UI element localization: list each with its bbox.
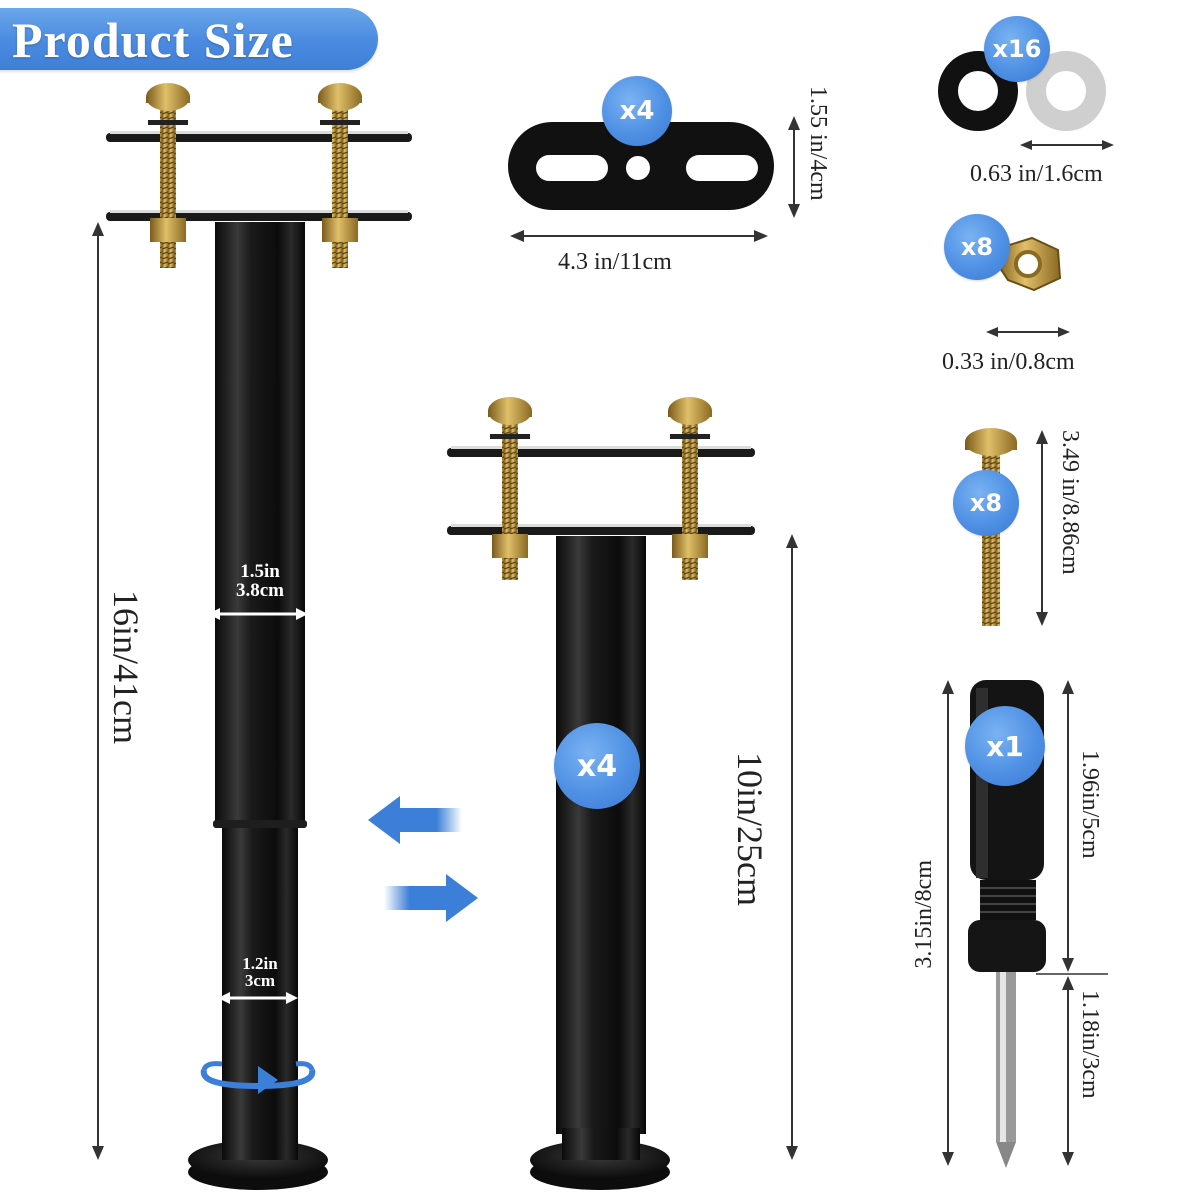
screwdriver-handle-length-label: 1.96in/5cm — [1077, 750, 1103, 859]
arrow-left-icon — [368, 796, 462, 844]
washers — [938, 51, 1106, 131]
screwdriver-quantity-badge: x1 — [965, 706, 1045, 786]
page-title: Product Size — [12, 12, 294, 68]
upper-diameter-cm: 3.8cm — [235, 580, 284, 601]
bolt-quantity-badge: x8 — [953, 470, 1019, 536]
hex-nut — [994, 236, 1062, 292]
rotate-arrow-icon — [200, 1061, 316, 1094]
lower-diameter-inches: 1.2in — [242, 954, 278, 973]
lower-diameter-cm: 3cm — [244, 971, 276, 990]
nut-diameter-label: 0.33 in/0.8cm — [942, 349, 1075, 375]
nut-quantity-badge: x8 — [944, 214, 1010, 280]
screwdriver-total-length-label: 3.15in/8cm — [911, 860, 937, 969]
long-leg-top-bracket — [106, 83, 412, 268]
plate-width-label: 4.3 in/11cm — [558, 249, 672, 275]
long-leg-upper-diameter: 1.5in 3.8cm — [215, 562, 305, 600]
short-leg-quantity-badge: x4 — [554, 723, 640, 809]
long-leg-height-label: 16in/41cm — [106, 590, 146, 744]
short-leg-height-label: 10in/25cm — [730, 752, 770, 906]
short-leg-top-bracket — [447, 397, 755, 580]
washer-diameter-label: 0.63 in/1.6cm — [970, 161, 1103, 187]
long-leg-lower-diameter: 1.2in 3cm — [222, 955, 298, 989]
washer-quantity-badge: x16 — [984, 16, 1050, 82]
plate-height-label: 1.55 in/4cm — [805, 86, 831, 201]
plate-quantity-badge: x4 — [602, 76, 672, 146]
upper-diameter-inches: 1.5in — [240, 561, 280, 582]
arrow-right-icon — [384, 874, 478, 922]
bolt-length-label: 3.49 in/8.86cm — [1057, 430, 1083, 575]
screwdriver-shaft-length-label: 1.18in/3cm — [1077, 990, 1103, 1099]
mounting-plate — [508, 122, 774, 210]
title-banner — [0, 8, 378, 70]
